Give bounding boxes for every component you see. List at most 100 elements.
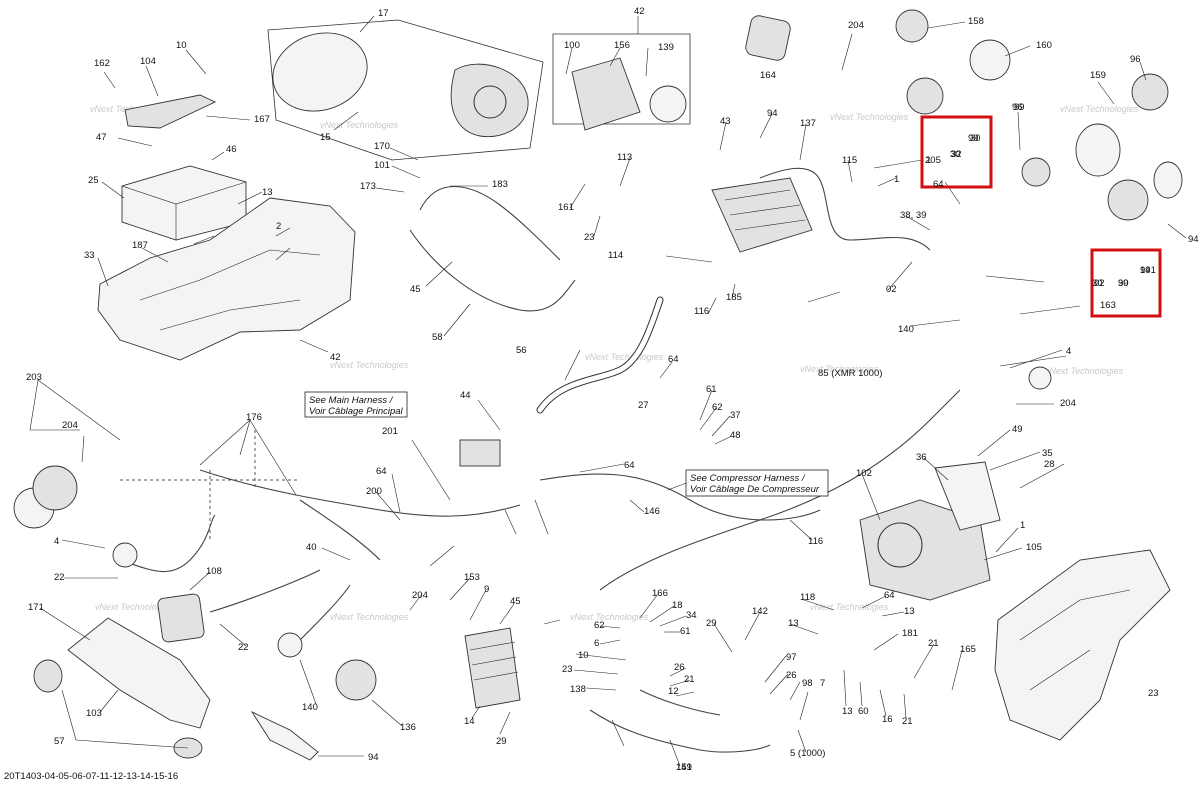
harness-dashed: [120, 430, 300, 540]
watermark-text: vNext Technologies: [320, 120, 399, 130]
callout-label: 23: [562, 664, 573, 675]
callout-label: 22: [238, 642, 249, 653]
callout-label: 37: [730, 410, 741, 421]
battery-tray: [97, 197, 356, 361]
callout-label: 200: [366, 486, 382, 497]
seal-ring: [1075, 123, 1121, 177]
note-compressor-harness: See Compressor Harness / Voir Câblage De…: [667, 469, 829, 497]
tray-ribs: [139, 249, 321, 331]
callout-label: 36: [916, 452, 927, 463]
callout-label: 85 (XMR 1000): [818, 368, 882, 379]
callout-label: 16: [882, 714, 893, 725]
callout-label: 98: [802, 678, 813, 689]
callout-label: 26: [786, 670, 797, 681]
main-harness-branch: [299, 499, 381, 561]
callout-label: 118: [800, 592, 815, 603]
actuator: [1107, 179, 1149, 221]
callout-label: 96: [1130, 54, 1141, 65]
callout-label: 1: [1020, 520, 1025, 531]
callout-label: 204: [62, 420, 78, 431]
callout-label: 38, 39: [900, 210, 926, 221]
harness-wire: [589, 709, 771, 753]
callout-label: 201: [382, 426, 398, 437]
callout-label: 56: [516, 345, 527, 356]
callout-label: 64: [933, 179, 944, 190]
rear-bracket-ribs: [1019, 589, 1131, 691]
harness-wire: [539, 473, 821, 521]
callout-label: 25: [88, 175, 99, 186]
callout-label: 203: [26, 372, 42, 383]
callout-label: 64: [668, 354, 679, 365]
watermark-text: vNext Technologies: [830, 112, 909, 122]
harness-connector: [459, 439, 501, 467]
callout-label: 26: [674, 662, 685, 673]
watermark-text: vNext Technologies: [330, 360, 409, 370]
callout-label: 103: [86, 708, 102, 719]
watermark-text: vNext Technologies: [1045, 366, 1124, 376]
callout-label: 12: [668, 686, 679, 697]
callout-label: 187: [132, 240, 148, 251]
callout-label: 29: [706, 618, 717, 629]
regulator-fins: [469, 641, 519, 681]
callout-label: 13: [262, 187, 273, 198]
callout-label: 114: [608, 250, 623, 261]
callout-label: 99: [1014, 102, 1025, 113]
voltage-regulator: [464, 627, 521, 709]
light-wire: [119, 514, 216, 573]
callout-label: 23: [1148, 688, 1159, 699]
callout-label: 46: [226, 144, 237, 155]
display-group-outline: [552, 33, 691, 125]
cluster-group-outline: [267, 19, 544, 161]
plug: [33, 659, 63, 693]
callout-label: 35: [1042, 448, 1053, 459]
callout-label: 146: [644, 506, 660, 517]
watermark-text: vNext Technologies: [800, 364, 879, 374]
callout-label: 142: [752, 606, 768, 617]
gauge-housing: [450, 63, 529, 138]
callout-label: 58: [432, 332, 443, 343]
callout-label: 21: [902, 716, 913, 727]
winch-bracket: [934, 461, 1001, 531]
callout-label: 159: [1090, 70, 1106, 81]
actuator: [1021, 157, 1051, 187]
callout-label: 115: [842, 155, 857, 166]
callout-label: 139: [658, 42, 674, 53]
callout-label: 94: [1188, 234, 1199, 245]
main-harness: [199, 469, 521, 517]
callout-label: 105: [1026, 542, 1042, 553]
note-main-harness: See Main Harness / Voir Câblage Principa…: [304, 391, 408, 418]
callout-label: 166: [652, 588, 668, 599]
callout-label: 9: [484, 584, 489, 595]
callout-label: 204: [412, 590, 428, 601]
fuse-box-slots: [724, 189, 806, 231]
callout-label: 138: [570, 684, 586, 695]
note-line: See Compressor Harness /: [690, 473, 806, 484]
callout-label: 151: [676, 762, 692, 773]
actuator-cover: [969, 39, 1011, 81]
callout-label: 47: [96, 132, 107, 143]
callout-label: 7: [820, 678, 825, 689]
light-wire: [299, 584, 351, 641]
callout-label: 64: [624, 460, 635, 471]
callout-label: 29: [496, 736, 507, 747]
license-bracket: [67, 617, 211, 729]
bracket: [124, 94, 217, 129]
callout-label: 94: [368, 752, 379, 763]
harness-wire: [639, 689, 721, 716]
winch-drum: [877, 522, 923, 568]
callout-label: 158: [968, 16, 984, 27]
callout-label: 97: [786, 652, 797, 663]
highlighted-callout: 30: [1118, 278, 1129, 289]
callout-label: 02: [886, 284, 897, 295]
callout-label: 176: [246, 412, 262, 423]
callout-label: 13: [842, 706, 853, 717]
callout-label: 23: [584, 232, 595, 243]
callout-label: 2: [276, 221, 281, 232]
highlighted-callout: 99: [1140, 265, 1151, 276]
callout-label: 10: [578, 650, 589, 661]
callout-label: 57: [54, 736, 65, 747]
callout-label: 156: [614, 40, 630, 51]
callout-label: 22: [54, 572, 65, 583]
callout-label: 104: [140, 56, 156, 67]
highlight-box: [920, 115, 993, 189]
